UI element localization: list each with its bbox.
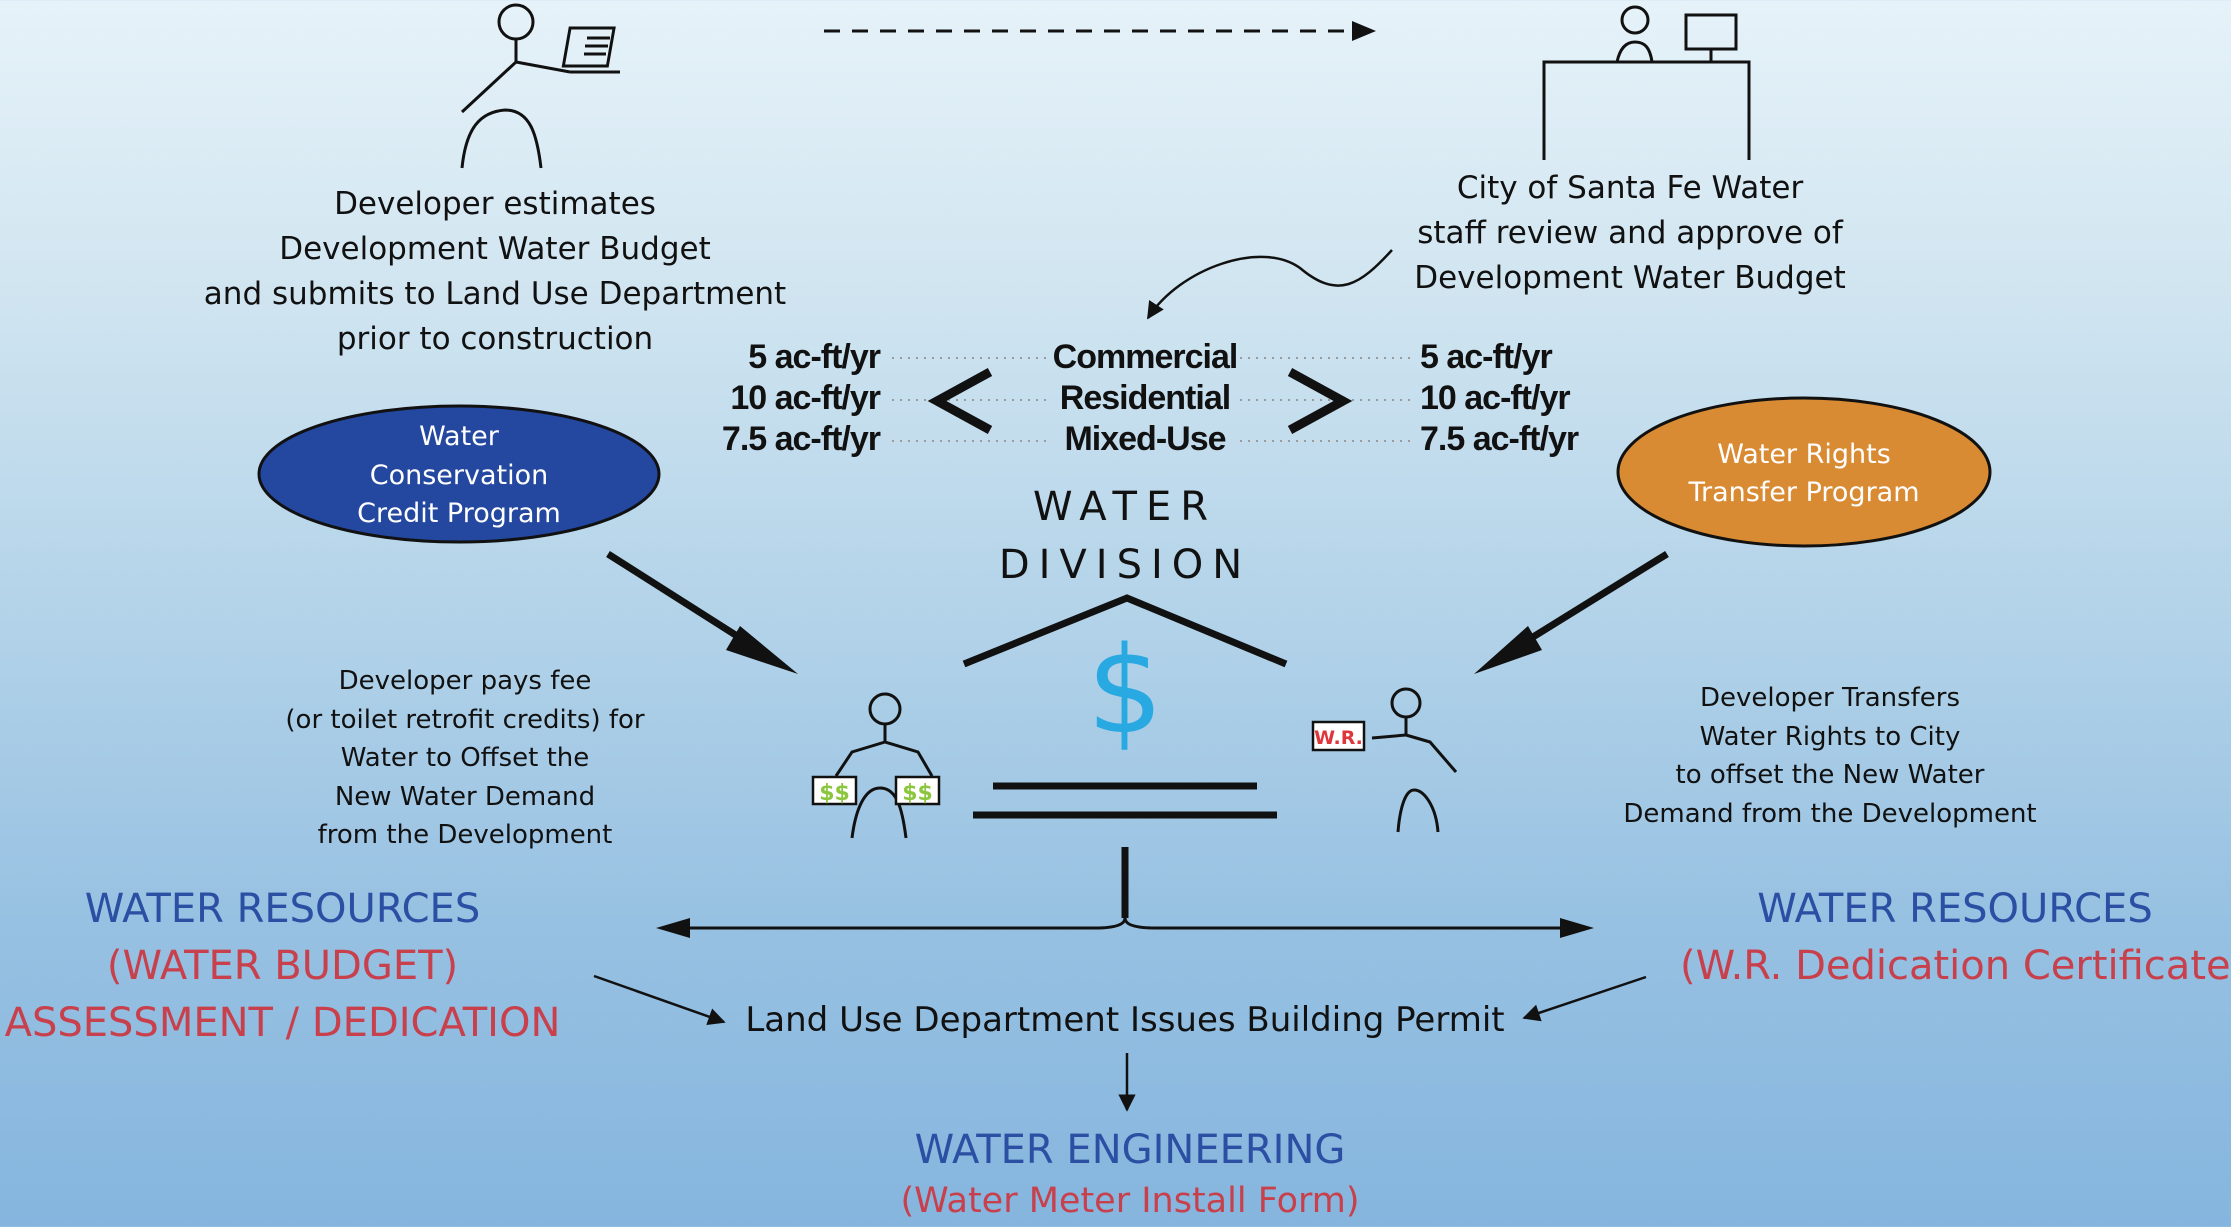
left-resources-title: WATER RESOURCES <box>84 886 481 932</box>
right-thick-arrow <box>1474 551 1669 674</box>
rights-program-line: Transfer Program <box>1688 477 1920 508</box>
left-value: 7.5 ac-ft/yr <box>721 420 881 458</box>
fee-step-line: (or toilet retrofit credits) for <box>285 704 645 735</box>
transfer-step-text: Developer Transfers Water Rights to City… <box>1610 679 2050 833</box>
conservation-program-label: Water Conservation Credit Program <box>280 418 638 534</box>
curved-arrow <box>1146 249 1393 320</box>
right-value: 7.5 ac-ft/yr <box>1420 420 1579 458</box>
right-resources-title: WATER RESOURCES <box>1757 886 2153 932</box>
water-division-line: DIVISION <box>998 542 1252 588</box>
right-value: 5 ac-ft/yr <box>1420 338 1553 376</box>
fee-step-text: Developer pays fee (or toilet retrofit c… <box>250 662 680 855</box>
water-division-title: WATER DIVISION <box>965 478 1285 594</box>
water-engineering-title: WATER ENGINEERING <box>914 1127 1346 1173</box>
rights-ellipse <box>1616 396 1992 548</box>
right-resources-block: WATER RESOURCES (W.R. Dedication Certifi… <box>1680 881 2231 995</box>
category-label: Residential <box>1059 379 1231 417</box>
category-label: Mixed-Use <box>1064 420 1226 458</box>
rights-sign-icon: W.R. <box>1311 720 1366 752</box>
left-value: 5 ac-ft/yr <box>748 338 881 376</box>
split-arrows <box>656 847 1594 938</box>
staff-desk-icon <box>1542 5 1751 160</box>
developer-step-text: Developer estimates Development Water Bu… <box>190 182 800 362</box>
transfer-step-line: to offset the New Water <box>1675 760 1985 790</box>
fee-step-line: New Water Demand <box>334 781 596 812</box>
less-than-chevron <box>927 368 993 434</box>
conservation-program-line: Credit Program <box>357 498 561 530</box>
money-bag-left-icon: $$ <box>811 775 858 806</box>
svg-text:W.R.: W.R. <box>1314 727 1363 749</box>
developer-step-line: prior to construction <box>336 321 654 357</box>
arrow-right-to-permit <box>1522 975 1647 1022</box>
svg-text:$$: $$ <box>902 781 933 806</box>
rights-program-line: Water Rights <box>1717 438 1891 470</box>
rights-program-label: Water Rights Transfer Program <box>1640 436 1968 512</box>
person-rights-icon <box>1371 687 1458 833</box>
transfer-step-line: Demand from the Development <box>1623 798 2037 829</box>
left-value: 10 ac-ft/yr <box>730 379 881 417</box>
left-resources-block: WATER RESOURCES (WATER BUDGET) ASSESSMEN… <box>0 881 565 1052</box>
developer-step-line: Developer estimates <box>334 186 656 222</box>
building-permit-label: Land Use Department Issues Building Perm… <box>745 1000 1505 1040</box>
left-values-column: 5 ac-ft/yr 10 ac-ft/yr 7.5 ac-ft/yr <box>690 337 881 460</box>
person-money-icon <box>834 692 934 839</box>
water-engineering-subtitle: (Water Meter Install Form) <box>900 1181 1360 1221</box>
water-division-bank <box>962 594 1288 819</box>
dollar-sign-icon: $ <box>1086 622 1164 761</box>
water-engineering-block: WATER ENGINEERING (Water Meter Install F… <box>840 1124 1420 1226</box>
transfer-step-line: Developer Transfers <box>1699 683 1961 713</box>
left-thick-arrow <box>606 551 798 674</box>
staff-step-line: staff review and approve of <box>1417 215 1843 251</box>
fee-step-line: Water to Offset the <box>340 743 590 773</box>
top-dashed-arrow <box>824 21 1376 41</box>
left-resources-line: (WATER BUDGET) <box>106 943 459 989</box>
developer-step-line: and submits to Land Use Department <box>203 276 787 312</box>
water-division-line: WATER <box>1032 484 1218 530</box>
conservation-ellipse <box>257 404 661 544</box>
money-bag-right-icon: $$ <box>894 775 941 806</box>
category-label: Commercial <box>1052 338 1239 376</box>
developer-step-line: Development Water Budget <box>279 231 711 267</box>
staff-step-text: City of Santa Fe Water staff review and … <box>1380 166 1880 301</box>
staff-step-line: City of Santa Fe Water <box>1456 170 1804 206</box>
fee-step-line: from the Development <box>317 820 613 850</box>
right-resources-line: (W.R. Dedication Certificate) <box>1680 943 2231 989</box>
right-value: 10 ac-ft/yr <box>1420 379 1571 417</box>
right-values-column: 5 ac-ft/yr 10 ac-ft/yr 7.5 ac-ft/yr <box>1420 337 1640 460</box>
conservation-program-line: Water <box>419 421 499 453</box>
developer-laptop-icon <box>460 3 620 169</box>
greater-than-chevron <box>1287 368 1353 434</box>
left-resources-line: ASSESSMENT / DEDICATION <box>4 1000 561 1046</box>
conservation-program-line: Conservation <box>369 459 549 491</box>
arrow-left-to-permit <box>593 974 726 1025</box>
staff-step-line: Development Water Budget <box>1414 260 1846 296</box>
transfer-step-line: Water Rights to City <box>1699 721 1961 752</box>
svg-text:$$: $$ <box>819 781 850 806</box>
categories-column: Commercial Residential Mixed-Use <box>1040 337 1250 460</box>
fee-step-line: Developer pays fee <box>338 666 592 696</box>
